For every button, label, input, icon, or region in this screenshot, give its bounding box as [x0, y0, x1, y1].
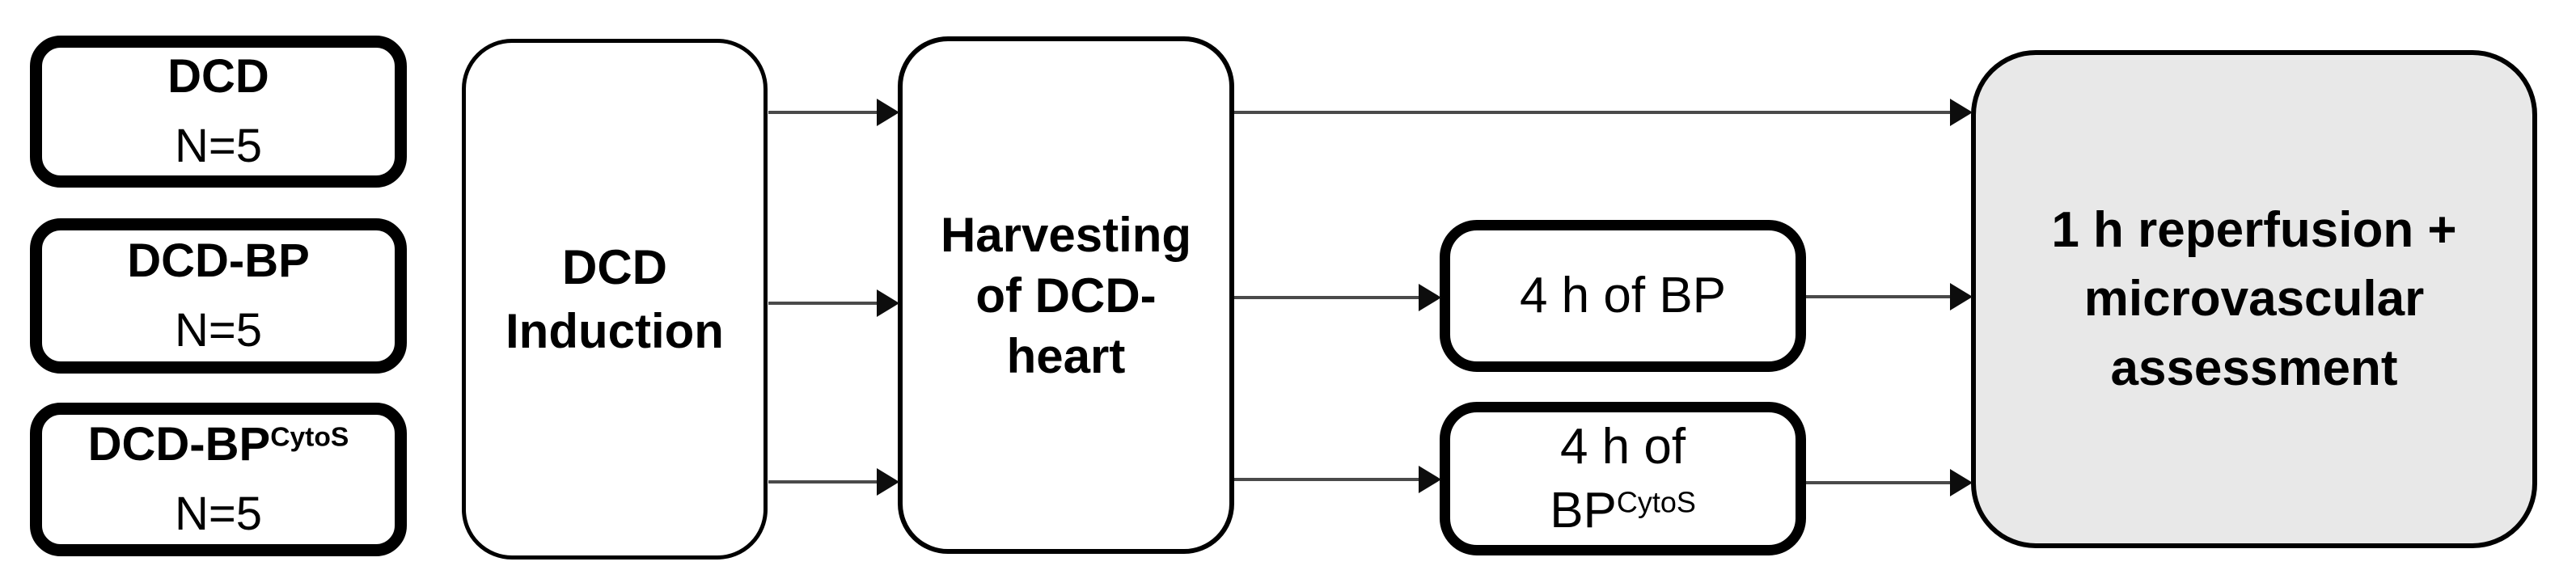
arrow-shaft	[1806, 295, 1955, 298]
arrow-head-icon	[1950, 283, 1973, 310]
reperfusion-assessment-box: 1 h reperfusion + microvascular assessme…	[1971, 50, 2537, 548]
arrow-harvesting-to-bp-cytos	[1234, 466, 1441, 493]
group-dcd-bp-label: DCD-BP	[127, 234, 310, 288]
induction-line1: DCD	[562, 239, 667, 294]
arrow-head-icon	[877, 99, 899, 126]
harvesting-line2: of DCD-	[975, 268, 1157, 323]
harvesting-line3: heart	[1006, 328, 1126, 383]
bp-cytos-superscript: CytoS	[1616, 485, 1696, 519]
arrow-shaft	[1234, 478, 1423, 481]
dcd-induction-box: DCD Induction	[462, 39, 768, 560]
group-dcd-label: DCD	[167, 50, 269, 103]
arrow-head-icon	[1950, 99, 1973, 126]
induction-line2: Induction	[505, 304, 724, 358]
harvesting-line1: Harvesting	[940, 207, 1192, 262]
bp-cytos-line2: BPCytoS	[1550, 479, 1696, 543]
bp-cytos-base: BP	[1550, 483, 1617, 538]
arrow-head-icon	[1419, 466, 1441, 493]
bp-cytos-4h-box: 4 h of BPCytoS	[1440, 402, 1806, 555]
group-box-dcd-bp: DCD-BP N=5	[30, 218, 407, 374]
arrow-shaft	[768, 302, 882, 305]
reperfusion-line3: assessment	[2110, 340, 2398, 396]
group-dcd-bp-cytos-label: DCD-BPCytoS	[88, 410, 349, 479]
group-dcd-bp-cytos-superscript: CytoS	[270, 422, 349, 453]
arrow-head-icon	[1419, 284, 1441, 311]
arrow-harvesting-to-reperfusion	[1234, 99, 1973, 126]
bp-cytos-line1: 4 h of	[1559, 418, 1686, 475]
reperfusion-line2: microvascular	[2083, 271, 2425, 327]
arrow-shaft	[1234, 111, 1955, 114]
arrow-shaft	[768, 480, 882, 484]
group-dcd-bp-sample-size: N=5	[174, 304, 262, 357]
arrow-head-icon	[877, 289, 899, 317]
bp-4h-label: 4 h of BP	[1519, 268, 1727, 324]
arrow-shaft	[1234, 296, 1423, 299]
group-box-dcd: DCD N=5	[30, 36, 407, 188]
arrow-induction-to-harvesting-bottom	[768, 468, 899, 496]
arrow-harvesting-to-bp	[1234, 284, 1441, 311]
harvesting-box: Harvesting of DCD- heart	[898, 36, 1234, 554]
group-dcd-bp-cytos-base: DCD-BP	[87, 418, 271, 471]
arrow-bp-cytos-to-reperfusion	[1806, 469, 1973, 496]
group-dcd-bp-cytos-sample-size: N=5	[174, 488, 262, 540]
group-box-dcd-bp-cytos: DCD-BPCytoS N=5	[30, 403, 407, 556]
reperfusion-line1: 1 h reperfusion +	[2051, 201, 2457, 258]
arrow-head-icon	[877, 468, 899, 496]
arrow-induction-to-harvesting-top	[768, 99, 899, 126]
arrow-induction-to-harvesting-middle	[768, 289, 899, 317]
arrow-shaft	[768, 111, 882, 114]
group-dcd-sample-size: N=5	[174, 120, 262, 172]
arrow-shaft	[1806, 481, 1955, 484]
arrow-head-icon	[1950, 469, 1973, 496]
arrow-bp-to-reperfusion	[1806, 283, 1973, 310]
bp-4h-box: 4 h of BP	[1440, 220, 1806, 372]
